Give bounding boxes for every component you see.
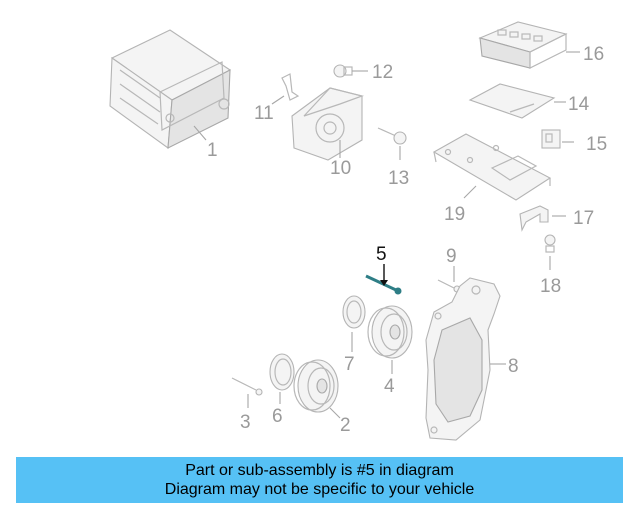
callout-label: 6: [272, 406, 283, 427]
callout-label: 5: [376, 244, 387, 265]
control-panel-icon: [478, 21, 568, 69]
callout-6: 6: [272, 392, 283, 427]
callout-label: 16: [583, 44, 604, 65]
ring-gasket-icon: [269, 353, 295, 391]
info-banner: Part or sub-assembly is #5 in diagram Di…: [16, 457, 623, 503]
connector-icon: [541, 129, 561, 149]
callout-2: 2: [329, 407, 351, 436]
callout-label: 2: [340, 415, 351, 436]
callout-5: 5: [376, 244, 388, 286]
callout-19: 19: [444, 185, 477, 225]
callout-label: 7: [344, 354, 355, 375]
speaker-icon: [293, 359, 339, 413]
bracket-icon: [519, 205, 549, 232]
callout-label: 10: [330, 158, 351, 179]
callout-13: 13: [388, 146, 409, 189]
callout-1: 1: [193, 125, 218, 161]
bolt-icon: [377, 127, 407, 145]
callout-3: 3: [240, 394, 251, 433]
callout-7: 7: [344, 332, 355, 375]
door-panel-bracket-icon: [425, 277, 501, 441]
banner-line-part: Part or sub-assembly is #5 in diagram: [185, 462, 454, 479]
speaker-icon: [367, 305, 413, 359]
callout-label: 1: [207, 140, 218, 161]
callout-label: 18: [540, 276, 561, 297]
callout-8: 8: [490, 356, 519, 377]
callout-16: 16: [566, 44, 604, 65]
callout-label: 11: [254, 103, 274, 124]
callout-label: 12: [372, 62, 393, 83]
screw-icon: [437, 279, 461, 293]
ring-gasket-icon: [342, 295, 366, 329]
screw-icon-highlighted: [365, 274, 402, 295]
nut-icon: [333, 64, 353, 78]
mounting-plate-icon: [432, 133, 552, 201]
callout-14: 14: [554, 94, 590, 115]
callout-label: 3: [240, 412, 251, 433]
clip-icon: [281, 73, 300, 101]
callout-10: 10: [330, 140, 351, 179]
callout-label: 15: [586, 134, 607, 155]
callout-11: 11: [254, 95, 285, 124]
callout-4: 4: [384, 360, 395, 397]
module-icon: [468, 83, 556, 119]
callout-label: 8: [508, 356, 519, 377]
callout-label: 17: [573, 208, 594, 229]
callout-label: 13: [388, 168, 409, 189]
callout-18: 18: [540, 256, 561, 297]
callout-12: 12: [352, 62, 393, 83]
bolt-icon: [544, 234, 556, 253]
callout-9: 9: [446, 246, 457, 282]
callout-label: 9: [446, 246, 457, 267]
head-unit-icon: [109, 29, 232, 150]
screw-icon: [231, 377, 263, 396]
callout-label: 19: [444, 204, 465, 225]
callout-15: 15: [562, 134, 607, 155]
banner-line-disclaimer: Diagram may not be specific to your vehi…: [164, 481, 475, 498]
callout-17: 17: [552, 208, 594, 229]
center-speaker-icon: [291, 87, 365, 161]
callout-label: 14: [568, 94, 590, 115]
parts-diagram: 1 11 10 12 13: [109, 21, 607, 441]
callout-label: 4: [384, 376, 395, 397]
